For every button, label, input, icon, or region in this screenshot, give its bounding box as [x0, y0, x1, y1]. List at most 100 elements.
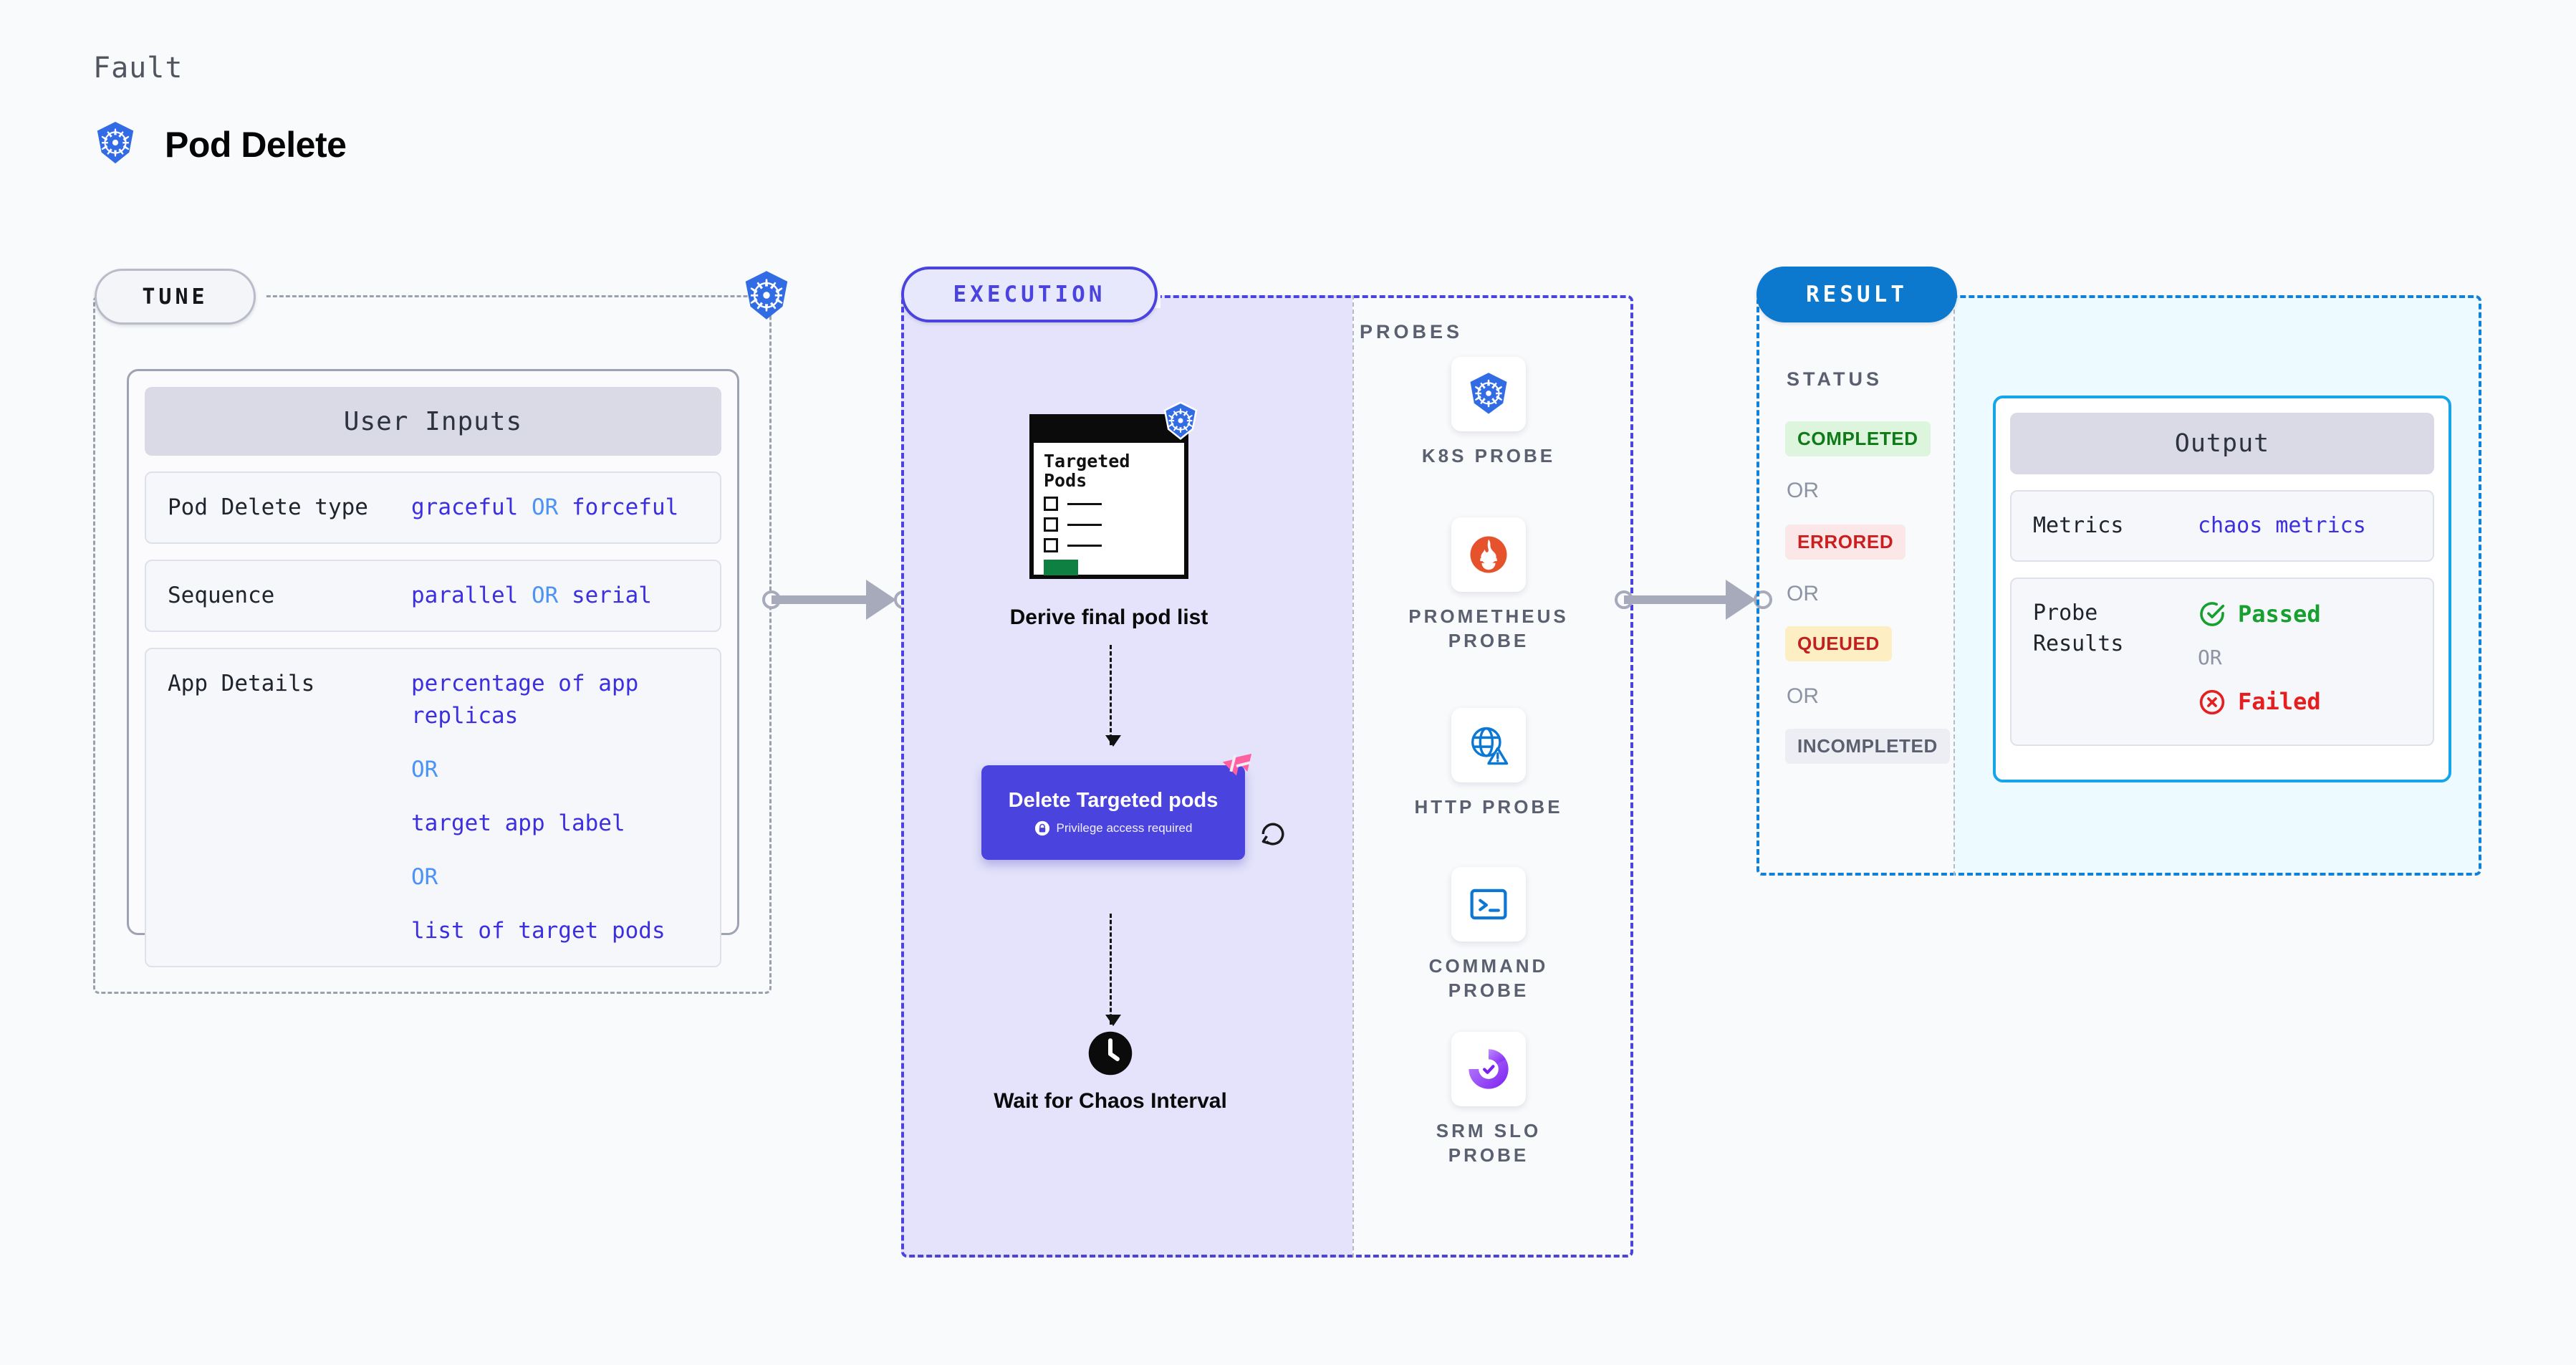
user-inputs-card: User Inputs Pod Delete type graceful OR …: [127, 369, 739, 967]
kubernetes-icon: [1163, 401, 1198, 440]
table-row[interactable]: Sequence parallel OR serial: [145, 559, 721, 632]
placeholder-line: [1067, 523, 1102, 526]
card-body: Targeted Pods: [1034, 443, 1184, 584]
passed-label: Passed: [2238, 600, 2321, 628]
result-divider: [1953, 295, 1955, 876]
checkbox-icon: [1044, 538, 1058, 552]
clock-icon: [1088, 1031, 1133, 1076]
row-value: chaos metrics: [2198, 513, 2366, 538]
kubernetes-icon: [1470, 373, 1507, 414]
execution-badge[interactable]: EXECUTION: [901, 267, 1158, 322]
row-key: Metrics: [2033, 513, 2124, 538]
execution-region: [901, 295, 1633, 1258]
row-key: Probe Results: [2033, 600, 2124, 657]
connector-shaft: [1624, 595, 1739, 604]
probe-tile: [1451, 1032, 1526, 1106]
row-key: App Details: [168, 670, 315, 696]
probe-tile: [1451, 357, 1526, 431]
output-card: Output Metrics chaos metrics Probe Resul…: [1993, 396, 2451, 782]
connector-shaft: [772, 595, 879, 604]
connector-tune-to-execution: [762, 578, 913, 623]
probe-result-failed: Failed: [2198, 685, 2321, 718]
probe-tile: [1451, 867, 1526, 942]
probes-label: PROBES: [1360, 321, 1464, 343]
row-value: parallel OR serial: [411, 582, 652, 608]
flow-arrow-delete-to-wait: [1105, 914, 1121, 1026]
table-row-app-details[interactable]: App Details percentage of app replicas O…: [145, 647, 721, 967]
app-detail-option: list of target pods: [411, 917, 665, 944]
card-titlebar: [1034, 418, 1184, 443]
probe-result-passed: Passed: [2198, 598, 2321, 631]
connector-execution-to-result: [1615, 578, 1772, 623]
probe-item-srm-slo[interactable]: SRM SLO PROBE: [1395, 1032, 1582, 1168]
status-badge-completed: COMPLETED: [1785, 421, 1931, 456]
probes-divider: [1352, 295, 1354, 1258]
app-detail-option: percentage of app replicas: [411, 670, 639, 729]
probe-label: COMMAND PROBE: [1428, 955, 1549, 1001]
refresh-icon[interactable]: [1257, 818, 1289, 850]
row-value: percentage of app replicas OR target app…: [411, 668, 698, 947]
table-row-metrics[interactable]: Metrics chaos metrics: [2010, 490, 2434, 562]
placeholder-line: [1067, 502, 1102, 505]
failed-label: Failed: [2238, 688, 2321, 716]
user-inputs-header: User Inputs: [145, 387, 721, 456]
list-item: [1044, 538, 1174, 552]
tune-region: [93, 295, 772, 994]
probe-tile: [1451, 708, 1526, 782]
row-key: Sequence: [168, 582, 275, 608]
placeholder-line: [1067, 544, 1102, 547]
output-header: Output: [2010, 413, 2434, 474]
table-row-probe-results[interactable]: Probe Results Passed OR Failed: [2010, 577, 2434, 746]
probe-item-k8s[interactable]: K8S PROBE: [1395, 357, 1582, 469]
status-badge-incompleted: INCOMPLETED: [1785, 729, 1950, 764]
probe-item-prometheus[interactable]: PROMETHEUS PROBE: [1395, 517, 1582, 653]
x-circle-icon: [2199, 689, 2225, 714]
result-badge[interactable]: RESULT: [1756, 267, 1957, 322]
or-separator: OR: [411, 863, 438, 890]
targeted-pods-card: Targeted Pods: [1029, 401, 1198, 579]
delete-targeted-pods-node[interactable]: Delete Targeted pods Privilege access re…: [981, 765, 1245, 860]
node-title: Delete Targeted pods: [1008, 788, 1219, 812]
kubernetes-icon: [745, 271, 788, 320]
checkbox-icon: [1044, 517, 1058, 532]
connector-arrowhead: [1726, 580, 1756, 620]
or-separator: OR: [1787, 582, 1819, 605]
kubernetes-icon: [93, 120, 138, 168]
status-badge-errored: ERRORED: [1785, 525, 1906, 560]
probe-item-http[interactable]: HTTP PROBE: [1395, 708, 1582, 820]
privilege-notice: Privilege access required: [1034, 820, 1193, 836]
table-row[interactable]: Pod Delete type graceful OR forceful: [145, 471, 721, 544]
connector-arrowhead: [866, 580, 896, 620]
page-title: Pod Delete: [165, 124, 347, 165]
derive-final-pod-list-label: Derive final pod list: [1009, 605, 1208, 629]
terminal-icon: [1470, 889, 1507, 920]
or-separator: OR: [2198, 645, 2222, 669]
lock-icon: [1034, 821, 1049, 836]
prometheus-icon: [1470, 536, 1507, 573]
list-item: [1044, 517, 1174, 532]
probe-tile: [1451, 517, 1526, 592]
fault-title-row: Pod Delete: [93, 120, 347, 168]
row-value: graceful OR forceful: [411, 494, 679, 520]
tune-badge[interactable]: TUNE: [95, 269, 256, 325]
check-circle-icon: [2200, 601, 2225, 626]
confirm-bar: [1044, 560, 1078, 575]
row-value: Passed OR Failed: [2198, 598, 2321, 719]
privilege-text: Privilege access required: [1056, 821, 1193, 835]
or-separator: OR: [1787, 684, 1819, 708]
probe-label: SRM SLO PROBE: [1436, 1120, 1542, 1166]
or-separator: OR: [411, 756, 438, 782]
list-item: [1044, 497, 1174, 511]
probe-label: PROMETHEUS PROBE: [1408, 605, 1569, 651]
wait-for-chaos-interval-label: Wait for Chaos Interval: [994, 1089, 1227, 1113]
probe-label: K8S PROBE: [1421, 445, 1556, 466]
or-separator: OR: [1787, 479, 1819, 502]
probe-label: HTTP PROBE: [1414, 796, 1563, 818]
targeted-pods-caption: Targeted Pods: [1044, 451, 1130, 491]
checkbox-icon: [1044, 497, 1058, 511]
probe-item-command[interactable]: COMMAND PROBE: [1395, 867, 1582, 1003]
harness-ribbon-icon: [1222, 753, 1252, 776]
fault-eyebrow-label: Fault: [93, 52, 183, 85]
flow-arrow-derive-to-delete: [1105, 645, 1121, 747]
status-badge-queued: QUEUED: [1785, 626, 1892, 661]
